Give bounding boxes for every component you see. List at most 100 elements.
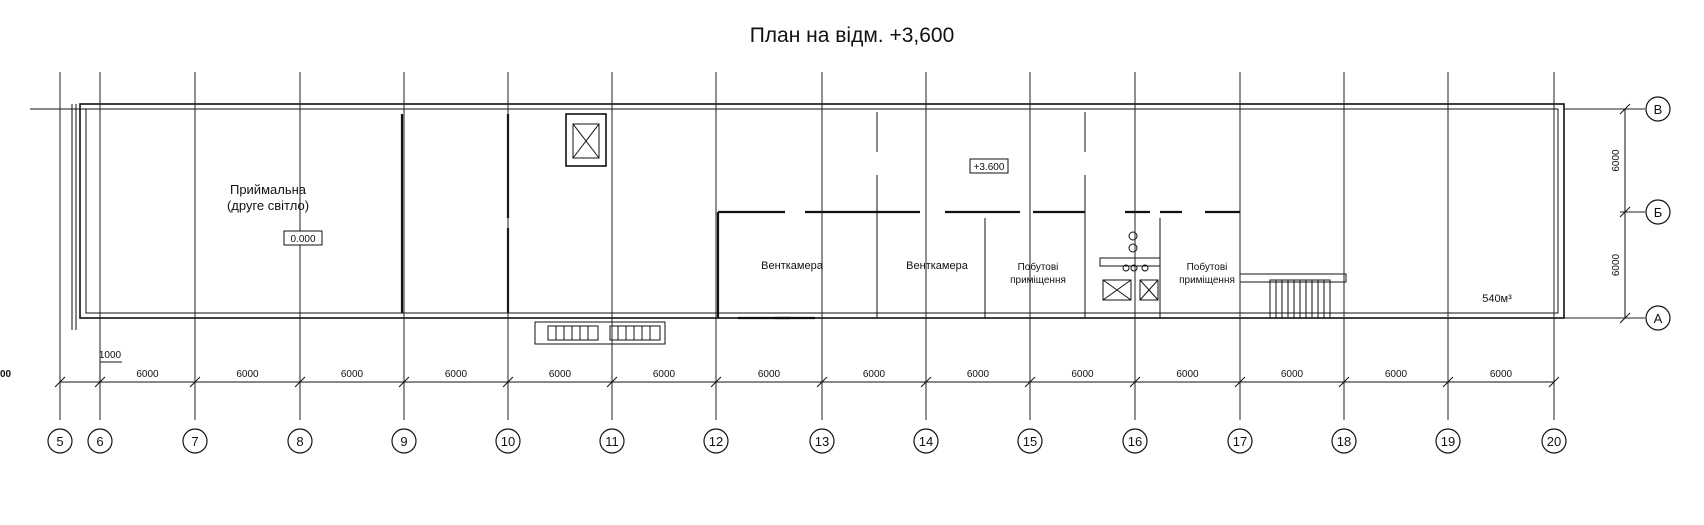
dimension-value: 6000 [653, 369, 676, 380]
dimension-value-vertical: 6000 [1611, 149, 1622, 172]
dimension-tick [189, 376, 201, 388]
horizontal-grid-axes: В Б А [1564, 96, 1671, 331]
dimension-tick [710, 376, 722, 388]
dimension-tick [294, 376, 306, 388]
grid-bubble-7 [182, 428, 208, 454]
utility-rooms-sublabel-1: приміщення [1010, 275, 1066, 286]
grid-label-13: 13 [815, 434, 829, 449]
grid-hlabel-1: Б [1654, 205, 1663, 220]
grid-bubble-13 [809, 428, 835, 454]
entrance-steps [534, 321, 666, 345]
reception-level-box [283, 230, 323, 246]
grid-label-5: 5 [56, 434, 63, 449]
grid-bubble-12 [703, 428, 729, 454]
dimension-value: 6000 [1385, 369, 1408, 380]
grid-label-15: 15 [1023, 434, 1037, 449]
dimension-value: 6000 [1071, 369, 1094, 380]
dimension-value-vertical: 6000 [1611, 253, 1622, 276]
sanitary-fixtures [1099, 231, 1161, 301]
grid-hlabel-0: В [1654, 102, 1663, 117]
dimension-value: 6000 [341, 369, 364, 380]
grid-label-16: 16 [1128, 434, 1142, 449]
reception-label: Приймальна [230, 182, 307, 197]
vertical-grid-axes: 5 6 7 8 9 10 11 12 13 14 15 16 17 18 19 20 [47, 72, 1567, 454]
dimension-tick [1619, 206, 1631, 218]
dimension-tick [502, 376, 514, 388]
dimension-tick [398, 376, 410, 388]
grid-hbubble-1 [1645, 199, 1671, 225]
dimension-value: 6000 [967, 369, 990, 380]
grid-bubble-5 [47, 428, 73, 454]
grid-bubble-8 [287, 428, 313, 454]
dimension-tick [816, 376, 828, 388]
reception-level-mark: 0.000 [290, 234, 315, 245]
utility-rooms-sublabel-2: приміщення [1179, 275, 1235, 286]
grid-hbubble-0 [1645, 96, 1671, 122]
grid-bubble-14 [913, 428, 939, 454]
dimension-value: 6000 [445, 369, 468, 380]
plan-title: План на відм. +3,600 [749, 24, 955, 47]
grid-bubble-15 [1017, 428, 1043, 454]
bottom-dimension-chain: 1000 6000 6000 6000 6000 6000 6000 6000 6000 6000… [0, 350, 1560, 388]
dimension-tick [1129, 376, 1141, 388]
dimension-value: 6000 [1490, 369, 1513, 380]
dimension-tick [1619, 312, 1631, 324]
grid-bubble-10 [495, 428, 521, 454]
grid-hlabel-2: А [1654, 311, 1663, 326]
elevator-shaft [565, 113, 607, 167]
dimension-tick [1234, 376, 1246, 388]
dimension-value: 6000 [236, 369, 259, 380]
floor-level-box [969, 158, 1009, 174]
grid-label-6: 6 [96, 434, 103, 449]
grid-bubble-20 [1541, 428, 1567, 454]
grid-label-10: 10 [501, 434, 515, 449]
grid-label-8: 8 [296, 434, 303, 449]
grid-bubble-9 [391, 428, 417, 454]
dimension-value: 6000 [136, 369, 159, 380]
staircase [1239, 273, 1347, 319]
grid-label-7: 7 [191, 434, 198, 449]
dimension-tick [920, 376, 932, 388]
dimension-tick [1024, 376, 1036, 388]
floor-level-mark: +3.600 [974, 162, 1005, 173]
dimension-value: 6000 [0, 369, 12, 380]
dimension-tick [1442, 376, 1454, 388]
right-dimension-chain: 6000 6000 [1611, 103, 1631, 324]
dimension-tick [1338, 376, 1350, 388]
vent-chamber-label-1: Венткамера [761, 260, 824, 272]
vent-chamber-label-2: Венткамера [906, 260, 969, 272]
dimension-tick [1619, 103, 1631, 115]
grid-label-19: 19 [1441, 434, 1455, 449]
dimension-value: 6000 [758, 369, 781, 380]
grid-label-14: 14 [919, 434, 933, 449]
utility-rooms-label-2: Побутові [1187, 261, 1228, 273]
grid-bubble-11 [599, 428, 625, 454]
room-labels: Приймальна (друге світло) 0.000 Венткаме… [227, 158, 1512, 305]
interior-partitions [400, 112, 1241, 320]
grid-label-17: 17 [1233, 434, 1247, 449]
grid-bubble-6 [87, 428, 113, 454]
dimension-value: 6000 [1281, 369, 1304, 380]
utility-rooms-label-1: Побутові [1018, 261, 1059, 273]
grid-bubble-16 [1122, 428, 1148, 454]
grid-bubble-17 [1227, 428, 1253, 454]
dimension-value: 6000 [1176, 369, 1199, 380]
grid-bubble-18 [1331, 428, 1357, 454]
grid-hbubble-2 [1645, 305, 1671, 331]
building-outline [30, 103, 1565, 330]
grid-bubble-19 [1435, 428, 1461, 454]
dimension-value: 6000 [863, 369, 886, 380]
grid-label-12: 12 [709, 434, 723, 449]
dimension-tick [54, 376, 66, 388]
grid-label-11: 11 [605, 434, 619, 449]
dimension-tick [1548, 376, 1560, 388]
dimension-value: 1000 [99, 350, 122, 361]
volume-label: 540м³ [1482, 293, 1512, 305]
grid-label-20: 20 [1547, 434, 1561, 449]
grid-label-18: 18 [1337, 434, 1351, 449]
dimension-tick [606, 376, 618, 388]
reception-sublabel: (друге світло) [227, 198, 309, 213]
grid-label-9: 9 [400, 434, 407, 449]
dimension-value: 6000 [549, 369, 572, 380]
